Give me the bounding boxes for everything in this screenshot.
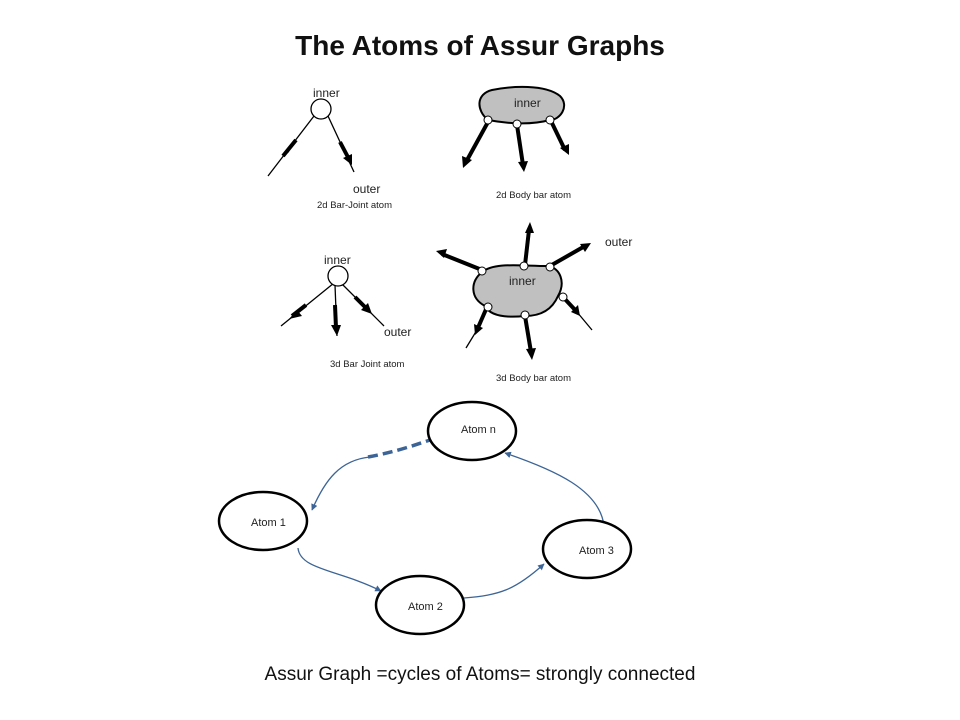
body2d-joint-1 (483, 115, 493, 125)
body3d-joint-4 (558, 292, 568, 302)
atom-2-label: Atom 2 (408, 601, 443, 613)
body2d-body (478, 85, 566, 125)
atom-3-label: Atom 3 (579, 545, 614, 557)
body2d-atom: inner 2d Body bar atom (462, 85, 571, 201)
edge-3-to-n (504, 451, 605, 527)
body2d-name: 2d Body bar atom (496, 190, 571, 201)
body2d-joint-3 (545, 115, 555, 125)
edge-2-to-3 (463, 563, 545, 599)
body3d-atom: inner outer 3d Body bar atom (436, 222, 632, 384)
bar2d-arrowhead-left (281, 143, 292, 159)
atom-2-node (374, 574, 466, 636)
body2d-arrow-mid (515, 124, 525, 166)
bar3d-outer-label: outer (384, 325, 411, 339)
page-title: The Atoms of Assur Graphs (295, 30, 665, 61)
edge-n-to-1 (311, 456, 371, 511)
body2d-arrowhead-right (560, 144, 569, 155)
body2d-joint-2 (512, 119, 522, 129)
body2d-arrow-right (549, 120, 567, 151)
atom-3-node (541, 518, 633, 580)
bar3d-arrow-mid (333, 304, 338, 329)
bar3d-arrowhead-right (361, 303, 372, 314)
body3d-arrow-s (523, 315, 533, 353)
atom-n-node (426, 400, 518, 462)
bar2d-atom: inner outer 2d Bar-Joint atom (267, 86, 392, 211)
body2d-arrowhead-mid (518, 161, 528, 172)
body3d-joint-5 (520, 310, 530, 320)
body3d-arrowhead-sw (474, 324, 483, 335)
body3d-joint-6 (483, 302, 493, 312)
edge-1-to-2 (297, 547, 382, 592)
atom-1-node (217, 490, 309, 552)
body2d-inner-label: inner (514, 96, 541, 110)
body3d-arrowhead-s (526, 348, 536, 360)
body3d-name: 3d Body bar atom (496, 373, 571, 384)
body3d-arrowhead-ne (580, 243, 591, 252)
body3d-arrow-n (523, 229, 531, 266)
bar3d-arrowhead-mid (331, 325, 341, 336)
body3d-arrowhead-se (571, 305, 580, 316)
atom-n-label: Atom n (461, 424, 496, 436)
bar3d-joint (327, 265, 349, 287)
body3d-joint-2 (519, 261, 529, 271)
atom-1-label: Atom 1 (251, 517, 286, 529)
body2d-arrow-left (464, 121, 490, 163)
bar2d-inner-label: inner (313, 86, 340, 100)
bar3d-inner-label: inner (324, 253, 351, 267)
edge-n-dashed (367, 438, 431, 459)
body3d-arrowhead-nw (436, 249, 447, 258)
body2d-arrowhead-left (462, 156, 472, 168)
body3d-outer-label: outer (605, 235, 632, 249)
body3d-joint-1 (477, 266, 487, 276)
body3d-joint-3 (545, 262, 555, 272)
body3d-arrowhead-n (525, 222, 534, 233)
bar3d-atom: inner outer 3d Bar Joint atom (280, 253, 411, 370)
bar3d-bar-left (280, 282, 335, 327)
body3d-body (472, 264, 563, 318)
bar2d-joint (310, 98, 332, 120)
bar3d-name: 3d Bar Joint atom (330, 359, 405, 370)
bar2d-name: 2d Bar-Joint atom (317, 200, 392, 211)
body3d-inner-label: inner (509, 274, 536, 288)
atom-cycle: Atom 1 Atom 2 Atom 3 Atom n (217, 400, 633, 636)
bar3d-arrowhead-left (289, 310, 302, 319)
bar2d-outer-label: outer (353, 182, 380, 196)
caption: Assur Graph =cycles of Atoms= strongly c… (264, 664, 696, 685)
body3d-arrow-ne (549, 244, 586, 268)
bar2d-arrowhead-right (343, 154, 352, 165)
body3d-arrow-nw (441, 252, 483, 272)
